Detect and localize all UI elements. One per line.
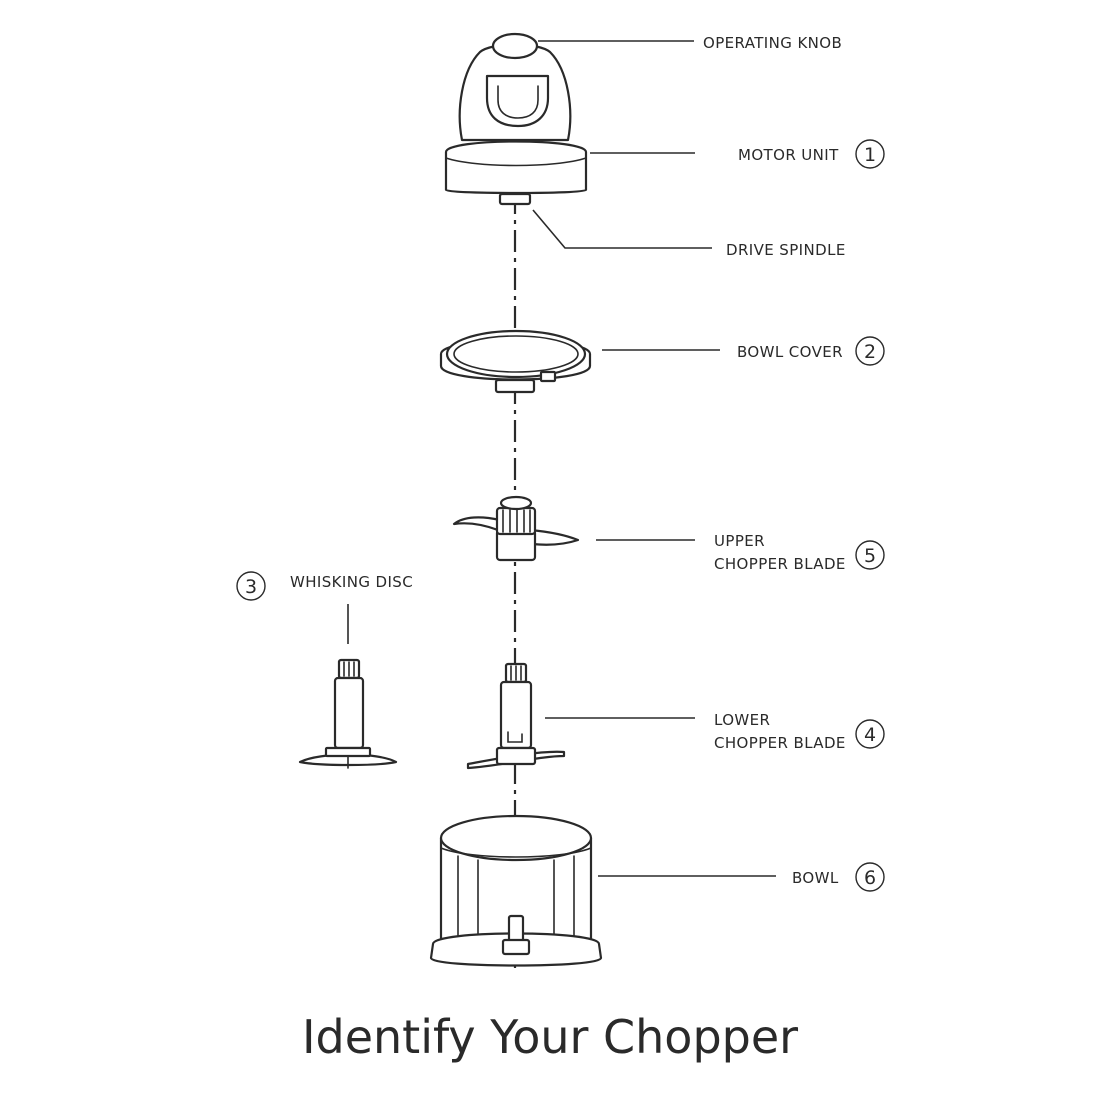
whisking-disc-drawing: [298, 658, 398, 769]
bowl-label: BOWL: [792, 869, 839, 887]
bowl-cover-drawing: [439, 329, 592, 394]
motor-unit-drawing: [444, 43, 588, 206]
bowl-number-badge: [855, 862, 885, 892]
upper-chopper-blade-drawing: [452, 495, 580, 562]
whisking-disc-number-badge: [236, 571, 266, 601]
operating-knob-label: OPERATING KNOB: [703, 34, 842, 52]
whisking-disc-number: 3: [245, 576, 257, 598]
upper-chopper-blade-label-line1: UPPER: [714, 532, 765, 550]
lower-chopper-blade-number: 4: [864, 724, 876, 746]
lower-chopper-blade-label-line2: CHOPPER BLADE: [714, 734, 846, 752]
whisking-disc-label: WHISKING DISC: [290, 573, 413, 591]
bowl-cover-number-badge: [855, 336, 885, 366]
motor-unit-label: MOTOR UNIT: [738, 146, 839, 164]
lower-chopper-blade-number-badge: [855, 719, 885, 749]
lower-chopper-blade-label-line1: LOWER: [714, 711, 770, 729]
page-title: Identify Your Chopper: [301, 1010, 799, 1064]
upper-chopper-blade-number: 5: [864, 545, 876, 567]
drive-spindle-label: DRIVE SPINDLE: [726, 241, 846, 259]
bowl-number: 6: [864, 867, 876, 889]
lower-chopper-blade-drawing: [466, 662, 566, 770]
upper-chopper-blade-label-line2: CHOPPER BLADE: [714, 555, 846, 573]
bowl-cover-label: BOWL COVER: [737, 343, 843, 361]
motor-unit-number-badge: [855, 139, 885, 169]
operating-knob-drawing: [491, 32, 539, 60]
bowl-cover-number: 2: [864, 341, 876, 363]
drive-spindle-leader: [532, 209, 712, 249]
upper-chopper-blade-number-badge: [855, 540, 885, 570]
motor-unit-number: 1: [864, 144, 876, 166]
bowl-drawing: [429, 814, 603, 967]
